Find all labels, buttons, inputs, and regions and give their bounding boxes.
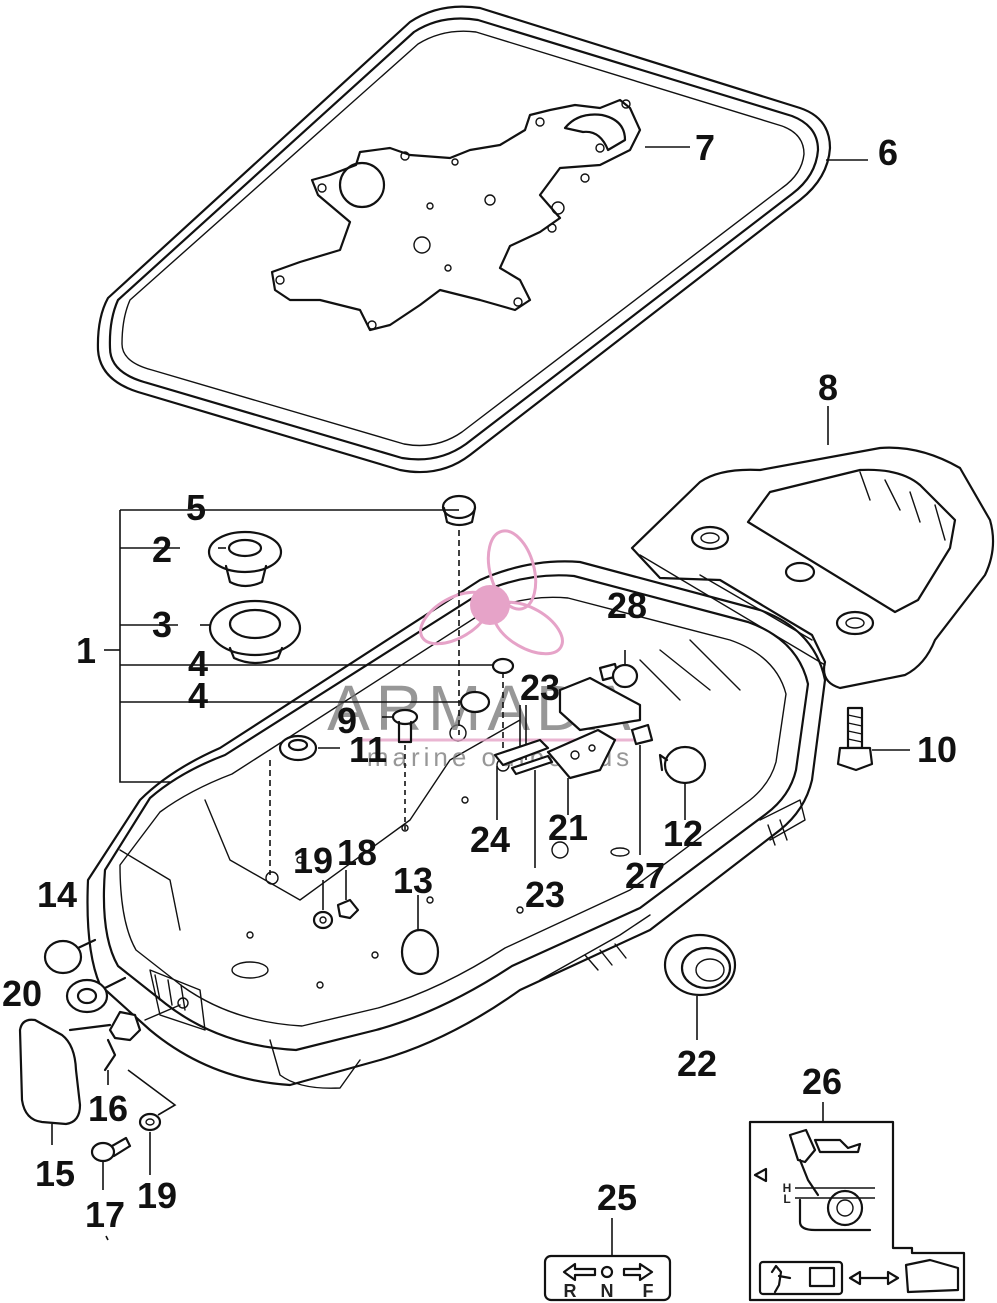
callout-5: 5: [186, 487, 206, 528]
part-7-gasket: [270, 98, 642, 332]
callout-15: 15: [35, 1153, 75, 1194]
part-17-screw: [90, 1136, 132, 1241]
part-19-washer-lower: [138, 1112, 162, 1175]
callout-20: 20: [2, 973, 42, 1014]
part-5-plug: [441, 494, 477, 735]
part-21-bracket: [546, 676, 642, 780]
part-19-washer-upper: [312, 880, 334, 930]
propeller-logo: [419, 529, 564, 656]
part-14-grommet: [43, 938, 97, 975]
part-15-cover: [18, 1018, 82, 1145]
callout-26: 26: [802, 1061, 842, 1102]
part-12-cap: [658, 745, 707, 785]
callout-19-upper: 19: [293, 840, 333, 881]
part-4-plug-upper: [491, 657, 515, 755]
part-4-plug-lower: [459, 690, 491, 714]
part-28-screw: [598, 650, 639, 689]
callout-23-upper: 23: [520, 667, 560, 708]
callouts: 1 2 3 4 4 5 6 7 8 9 10 11 12 13 14 15 16…: [2, 127, 957, 1235]
part-25-shift-label: R N F: [543, 1218, 672, 1302]
callout-13: 13: [393, 860, 433, 901]
part-22-grommet: [663, 933, 737, 1040]
callout-2: 2: [152, 529, 172, 570]
bottom-cowling: [86, 560, 827, 1089]
part-9-bolt: [391, 708, 419, 830]
part-23-pin-lower: [510, 754, 554, 868]
callout-24: 24: [470, 819, 510, 860]
part-11-bushing: [269, 734, 340, 875]
callout-19-lower: 19: [137, 1175, 177, 1216]
callout-3: 3: [152, 604, 172, 645]
callout-9: 9: [337, 700, 357, 741]
part-24-clip: [493, 738, 550, 820]
oil-label-high: H: [783, 1181, 792, 1195]
kit-bracket: [104, 509, 500, 783]
part-26-oil-label: H L: [748, 1102, 966, 1302]
callout-25: 25: [597, 1177, 637, 1218]
callout-4-upper: 4: [188, 643, 208, 684]
propeller-blade-top: [486, 529, 538, 611]
callout-7: 7: [695, 127, 715, 168]
shift-label-reverse: R: [564, 1281, 577, 1301]
part-6-cowling-seal: [96, 5, 832, 474]
callout-21: 21: [548, 807, 588, 848]
callout-12: 12: [663, 813, 703, 854]
callout-23-lower: 23: [525, 874, 565, 915]
callout-10: 10: [917, 729, 957, 770]
callout-18: 18: [337, 832, 377, 873]
callout-4-lower: 4: [188, 675, 208, 716]
oil-label-low: L: [783, 1192, 790, 1206]
part-10-bolt: [836, 706, 910, 772]
part-2-grommet: [207, 530, 283, 588]
callout-22: 22: [677, 1043, 717, 1084]
callout-16: 16: [88, 1088, 128, 1129]
callout-28: 28: [607, 585, 647, 626]
shift-label-neutral: N: [601, 1281, 614, 1301]
part-3-grommet: [208, 599, 302, 665]
callout-27: 27: [625, 855, 665, 896]
callout-14: 14: [37, 874, 77, 915]
shift-label-forward: F: [643, 1281, 654, 1301]
callout-11: 11: [349, 729, 387, 770]
callout-leaders: [200, 146, 868, 820]
part-20-grommet: [65, 976, 127, 1014]
part-8-carry-handle: [630, 446, 995, 690]
part-13-plug: [400, 895, 440, 976]
callout-17: 17: [85, 1194, 125, 1235]
propeller-hub: [470, 585, 510, 625]
part-18-nut: [336, 870, 360, 920]
callout-6: 6: [878, 132, 898, 173]
part-16-lever: [68, 997, 189, 1116]
part-27-bolt: [610, 723, 654, 857]
callout-8: 8: [818, 367, 838, 408]
callout-1: 1: [76, 630, 96, 671]
